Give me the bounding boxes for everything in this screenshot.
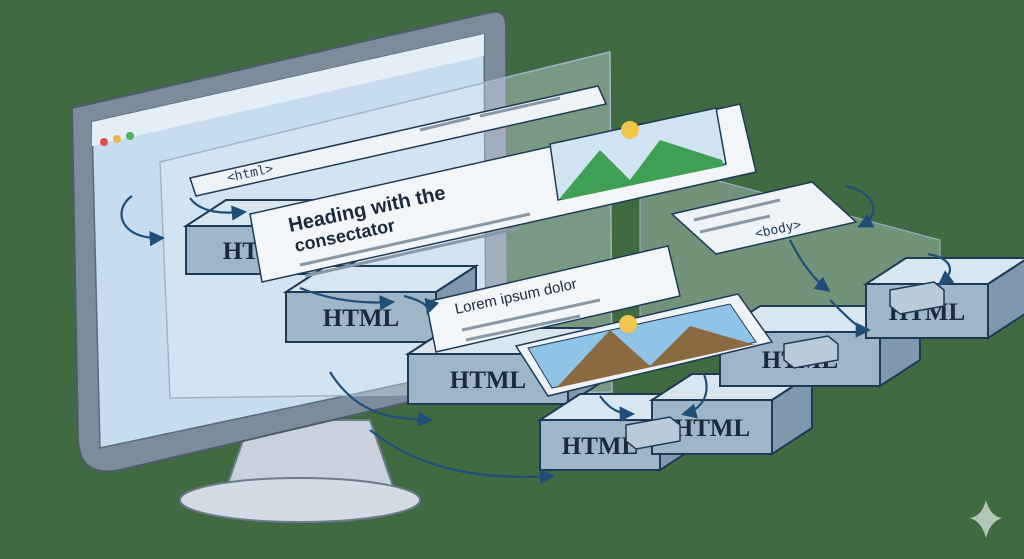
arrow-connector [329,371,434,427]
block-chip [625,416,681,450]
block-chip [783,335,839,369]
arrow-connector [599,395,636,422]
sparkle-icon [970,500,1002,538]
panel-line [465,314,581,342]
window-maximize-icon [126,132,134,140]
arrow-connector [681,373,708,419]
arrow-connector [829,299,872,338]
window-minimize-icon [113,135,121,143]
block-label: HTML [674,415,750,442]
arrow-connector [369,429,556,485]
block-chip [889,281,945,315]
panel-line [419,116,471,132]
block-label: HTML [323,305,399,332]
arrow-connector [189,197,248,221]
connector-arrows [120,184,955,485]
html-block: HTML [862,257,1024,340]
arrow-connector [789,239,831,292]
panel-line [461,298,601,332]
arrow-connector [845,184,875,228]
arrow-connector [927,252,955,286]
landscape-image-icon [514,293,774,397]
panel-line [479,96,561,118]
panel-line [304,226,521,278]
arrow-connector [120,195,166,247]
landscape-image-icon [549,107,727,201]
panel-line [299,212,531,267]
block-side [987,259,1024,340]
arrow-connector [299,286,396,311]
heading-panel: Heading with the consectator [249,103,757,283]
arrow-connector [403,294,440,315]
window-close-icon [100,138,108,146]
panel-line [699,214,771,234]
browser-titlebar [92,34,484,146]
block-label: HTML [450,367,526,394]
body-tag-panel: <body> [670,181,858,255]
panel-line [693,198,781,222]
html-block: HTML [648,372,816,456]
monitor-stand-base [179,477,421,523]
